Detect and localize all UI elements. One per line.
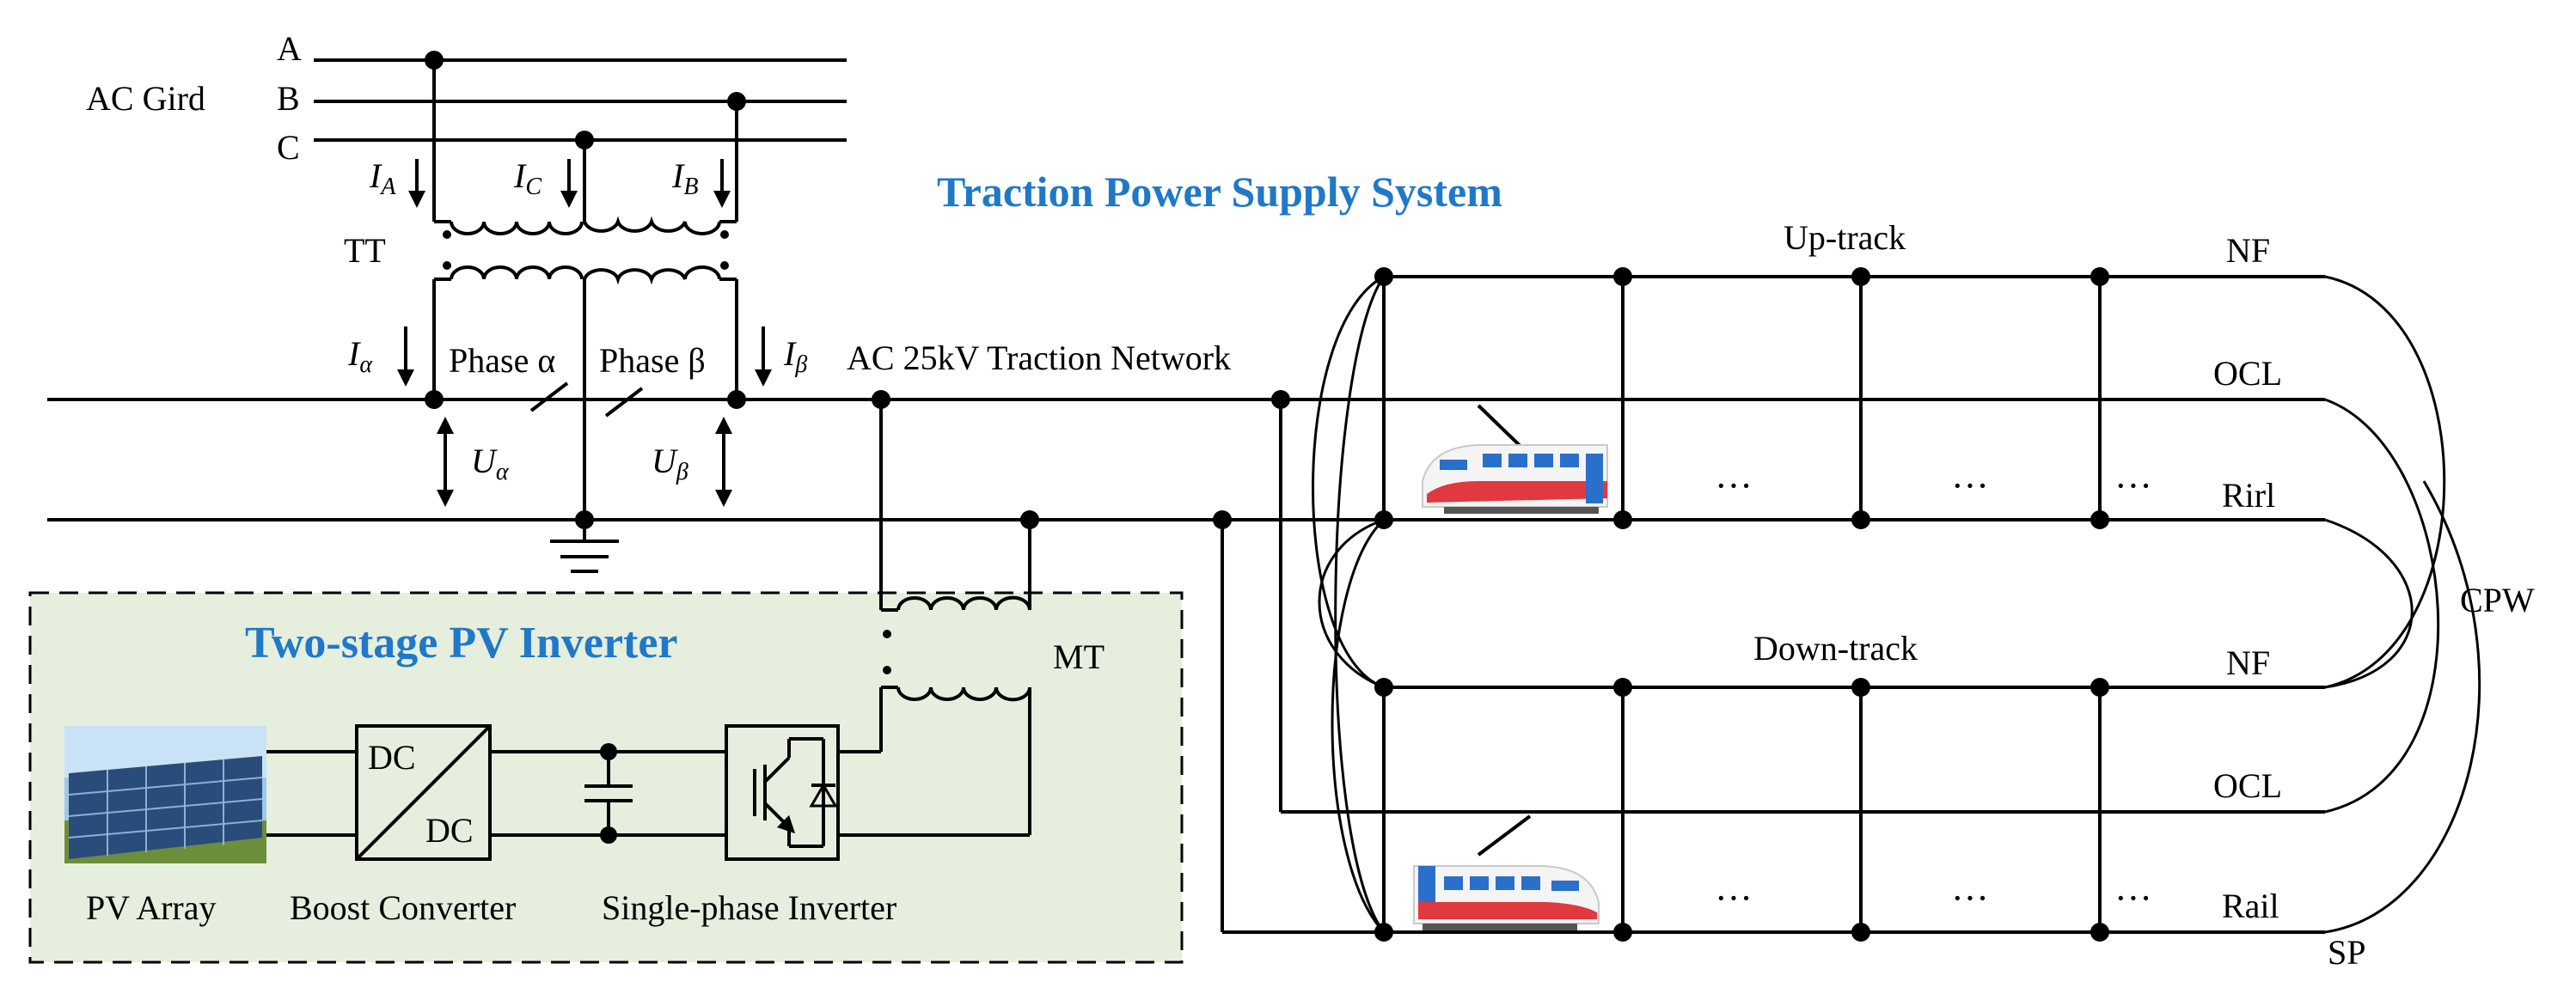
train-icon bbox=[1413, 865, 1600, 930]
rail-down-label: Rail bbox=[2222, 887, 2279, 925]
traction-network-label: AC 25kV Traction Network bbox=[847, 338, 1231, 377]
phase-b-label: B bbox=[277, 79, 300, 118]
ellipsis-down-3: ··· bbox=[2114, 877, 2152, 919]
feeder-lines bbox=[47, 381, 2325, 529]
ib-label: IB bbox=[671, 156, 698, 200]
ialpha-label: Iα bbox=[347, 334, 373, 378]
ellipsis-up-2: ··· bbox=[1951, 465, 1989, 507]
ac-grid-label: AC Gird bbox=[86, 79, 205, 118]
inverter-label: Single-phase Inverter bbox=[602, 888, 896, 927]
pv-array-label: PV Array bbox=[86, 888, 216, 927]
ac-grid-lines bbox=[314, 51, 847, 223]
train-icon bbox=[1422, 444, 1608, 514]
pv-box-title: Two-stage PV Inverter bbox=[245, 619, 678, 668]
traction-transformer bbox=[432, 216, 738, 541]
boost-converter-label: Boost Converter bbox=[290, 888, 516, 927]
ellipsis-down-2: ··· bbox=[1951, 877, 1989, 919]
capacitor-icon bbox=[584, 752, 633, 835]
ellipsis-up-1: ··· bbox=[1715, 465, 1753, 507]
rail-up-label: Rirl bbox=[2222, 476, 2275, 515]
igbt-switch-icon bbox=[725, 724, 840, 861]
down-track-label: Down-track bbox=[1753, 629, 1918, 668]
sp-label: SP bbox=[2328, 933, 2366, 972]
up-track-label: Up-track bbox=[1784, 218, 1906, 257]
mt-label: MT bbox=[1053, 637, 1104, 676]
photovoltaic-panel-icon bbox=[64, 726, 266, 863]
nf-down-label: NF bbox=[2226, 643, 2270, 682]
ellipsis-down-1: ··· bbox=[1715, 877, 1753, 919]
phase-beta-label: Phase β bbox=[599, 341, 706, 380]
ic-label: IC bbox=[513, 156, 542, 200]
cpw-label: CPW bbox=[2460, 581, 2535, 619]
ia-label: IA bbox=[369, 156, 396, 200]
dc-bottom-label: DC bbox=[425, 811, 474, 850]
ibeta-label: Iβ bbox=[783, 334, 807, 378]
phase-alpha-label: Phase α bbox=[449, 341, 555, 380]
phase-c-label: C bbox=[277, 128, 300, 167]
ground-icon bbox=[550, 540, 619, 573]
nf-up-label: NF bbox=[2226, 231, 2270, 270]
matching-transformer bbox=[879, 399, 1031, 835]
phase-a-label: A bbox=[277, 29, 302, 68]
ocl-down-label: OCL bbox=[2213, 766, 2282, 805]
system-title: Traction Power Supply System bbox=[937, 168, 1502, 216]
boost-converter bbox=[355, 724, 492, 861]
dc-top-label: DC bbox=[368, 738, 416, 777]
ualpha-label: Uα bbox=[471, 442, 510, 485]
ellipsis-up-3: ··· bbox=[2114, 465, 2152, 507]
tt-label: TT bbox=[344, 231, 386, 270]
ubeta-label: Uβ bbox=[652, 442, 688, 485]
traction-network bbox=[1221, 267, 2481, 942]
ocl-up-label: OCL bbox=[2213, 354, 2282, 393]
